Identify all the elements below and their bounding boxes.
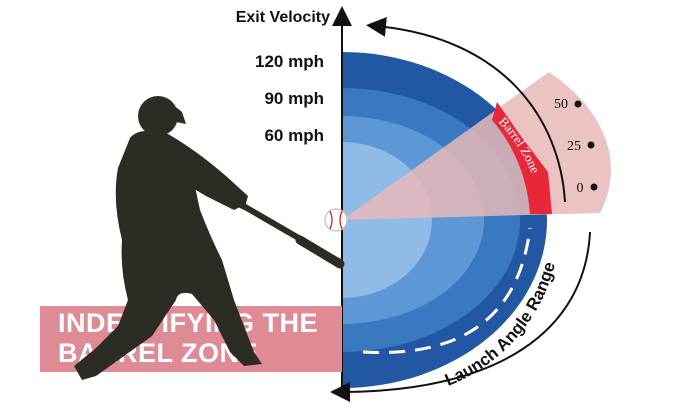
launch-dashed-arc	[362, 227, 532, 355]
outer-arc-top	[366, 16, 566, 203]
angle-label-0: 0	[577, 181, 584, 196]
angle-label-25: 25	[567, 139, 581, 154]
outer-arc-bottom	[330, 231, 591, 402]
batter-silhouette	[74, 96, 345, 380]
angle-dot-0	[590, 183, 598, 191]
angle-dot-25	[587, 141, 595, 149]
banner-line-1: INDENTIFYING THE	[58, 308, 318, 338]
angle-dot-50	[574, 100, 582, 108]
speed-label-60: 60 mph	[264, 126, 324, 145]
angle-label-50: 50	[554, 97, 568, 112]
angle-scale: 50 25 0	[554, 97, 598, 196]
speed-label-120: 120 mph	[255, 52, 324, 71]
speed-label-90: 90 mph	[264, 89, 324, 108]
barrel-zone-wedge	[492, 102, 552, 214]
baseball-icon	[324, 208, 348, 232]
exit-velocity-title: Exit Velocity	[236, 9, 330, 26]
